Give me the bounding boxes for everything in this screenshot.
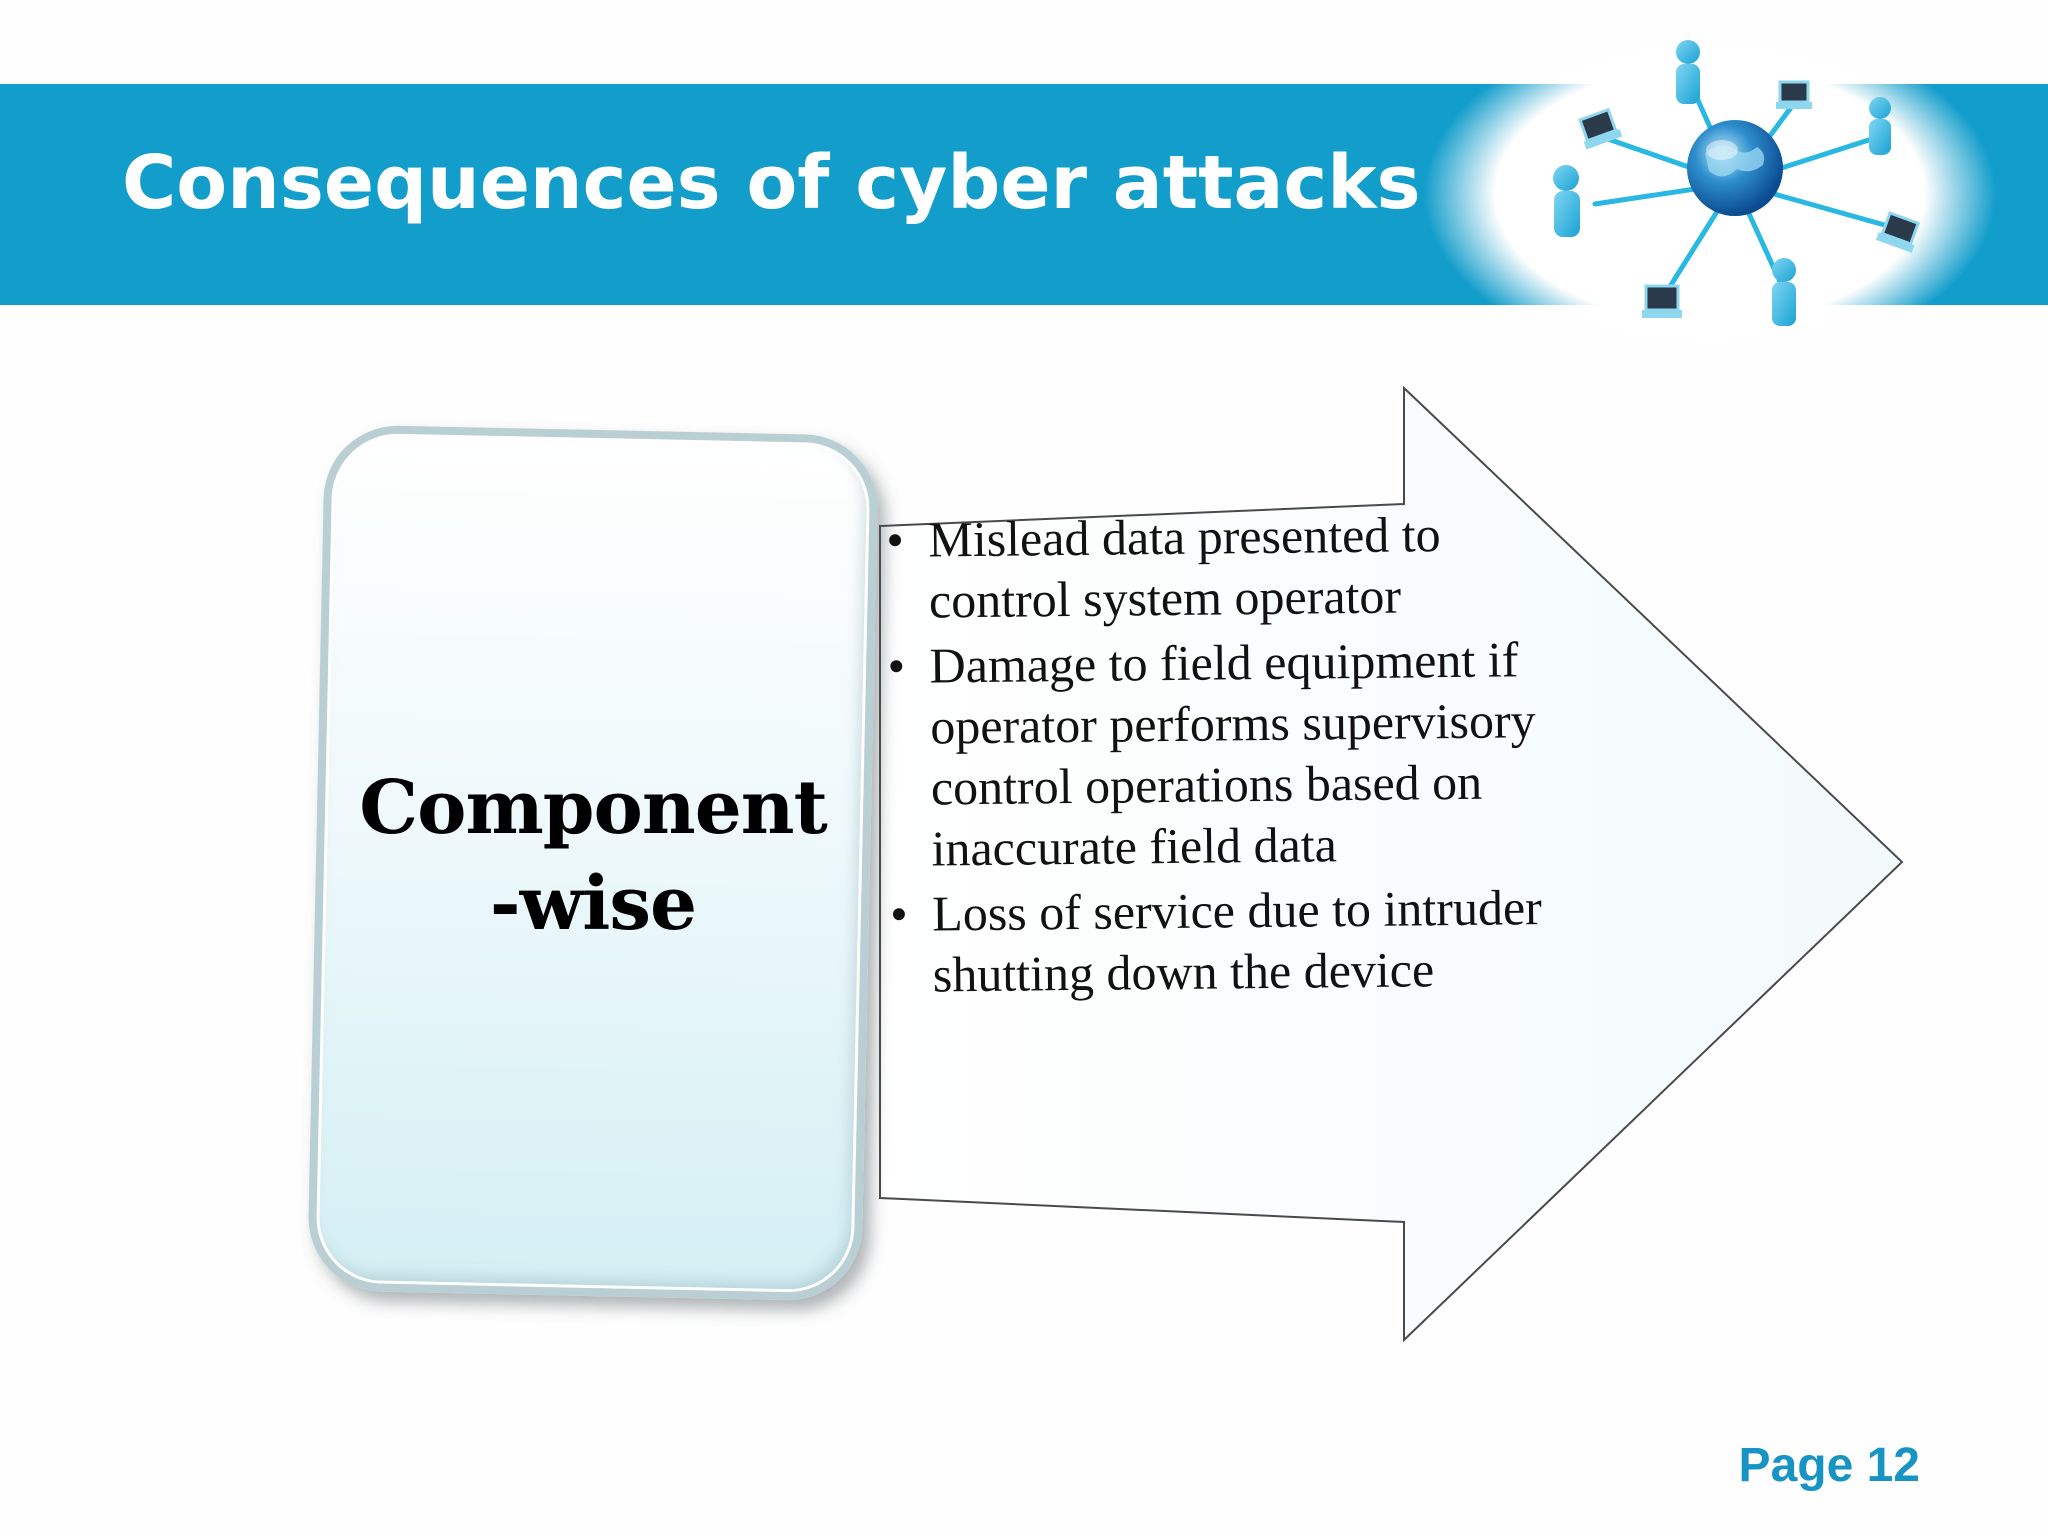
consequence-list: Mislead data presented to control system… [880, 503, 1545, 1010]
list-item: Mislead data presented to control system… [880, 503, 1541, 632]
list-item: Damage to field equipment if operator pe… [881, 629, 1544, 880]
component-label: Component -wise [316, 760, 870, 952]
slide-title: Consequences of cyber attacks [122, 140, 1421, 226]
list-item: Loss of service due to intruder shutting… [884, 877, 1545, 1006]
page-number: Page 12 [1738, 1439, 1920, 1492]
component-label-line-1: Component [359, 765, 828, 851]
component-label-line-2: -wise [489, 861, 697, 947]
globe-network-icon [1424, 22, 1996, 366]
